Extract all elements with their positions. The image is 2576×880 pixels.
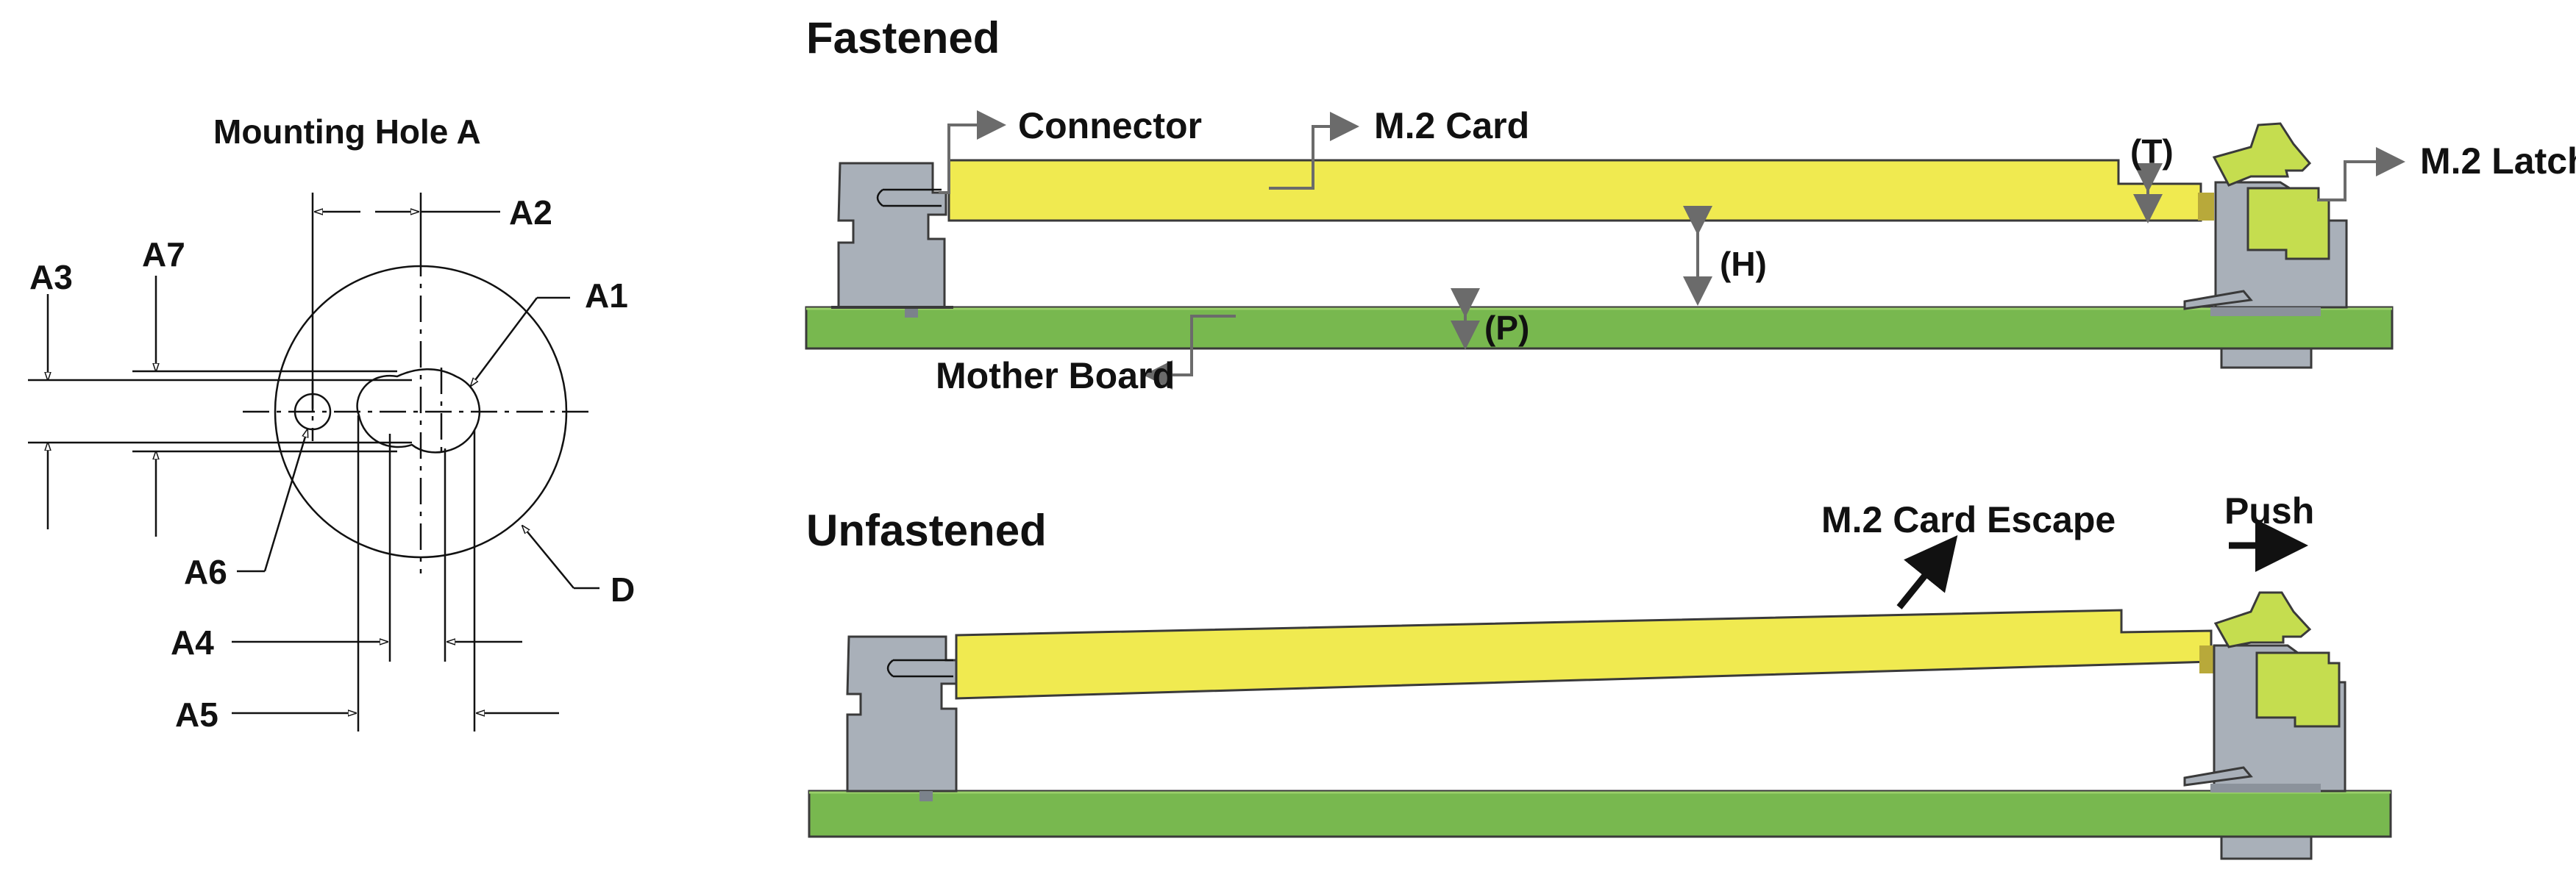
label-latch: M.2 Latch (2420, 140, 2576, 182)
connector-pin (905, 307, 918, 318)
latch-leader (2317, 147, 2405, 201)
latch-top-unfastened (2213, 591, 2312, 648)
fastened-diagram: Fastened Connector M.2 Card M.2 Latch Mo… (805, 13, 2576, 396)
m2-card-edge (2198, 193, 2214, 221)
motherboard-pcb-unfastened (808, 790, 2392, 838)
label-p: (P) (1484, 309, 1529, 347)
m2-card (947, 159, 2202, 222)
motherboard-leader (1143, 315, 1236, 390)
latch-flange-unfastened (2210, 784, 2321, 793)
connector-pin-unfastened (919, 791, 933, 801)
latch-post (2220, 347, 2313, 369)
latch-body-unfastened (2255, 651, 2341, 728)
latch-flange (2210, 307, 2321, 316)
latch-post-unfastened (2220, 835, 2313, 860)
label-motherboard: Mother Board (936, 355, 1175, 396)
m2-card-edge-tilted (2199, 645, 2214, 673)
label-t: (T) (2130, 132, 2174, 171)
label-a7: A7 (142, 235, 185, 273)
a1-leader (471, 297, 538, 386)
connector-body (837, 162, 947, 309)
label-connector: Connector (1018, 105, 1202, 146)
label-a2: A2 (509, 193, 552, 232)
mounting-hole-drawing: Mounting Hole A A3 A7 A2 (28, 112, 635, 734)
label-a6: A6 (184, 553, 227, 591)
motherboard-pcb (805, 306, 2394, 350)
card-leader (1269, 112, 1359, 190)
label-h: (H) (1720, 245, 1767, 283)
latch-spring-unfastened (2183, 766, 2253, 787)
fastened-title: Fastened (806, 13, 1000, 62)
latch-top (2212, 122, 2312, 187)
unfastened-diagram: Unfastened M.2 Card Escape Push (806, 490, 2392, 860)
label-d: D (611, 570, 635, 609)
label-escape: M.2 Card Escape (1821, 499, 2116, 540)
latch-body (2246, 187, 2330, 260)
slot-hole (356, 368, 481, 454)
label-a5: A5 (175, 695, 218, 734)
label-card: M.2 Card (1374, 105, 1529, 146)
m2-card-tilted (955, 609, 2213, 700)
a6-leader (263, 429, 307, 572)
label-a3: A3 (29, 258, 73, 296)
connector-slot (876, 188, 942, 207)
label-push: Push (2224, 490, 2314, 532)
label-a1: A1 (585, 276, 628, 315)
unfastened-title: Unfastened (806, 506, 1047, 555)
latch-spring (2183, 290, 2253, 310)
escape-arrow (1896, 535, 1958, 609)
connector-slot-unfastened (886, 659, 953, 678)
connector-leader (939, 110, 1006, 194)
mounting-hole-title: Mounting Hole A (213, 112, 481, 151)
d-leader (522, 526, 574, 589)
label-a4: A4 (171, 623, 214, 662)
